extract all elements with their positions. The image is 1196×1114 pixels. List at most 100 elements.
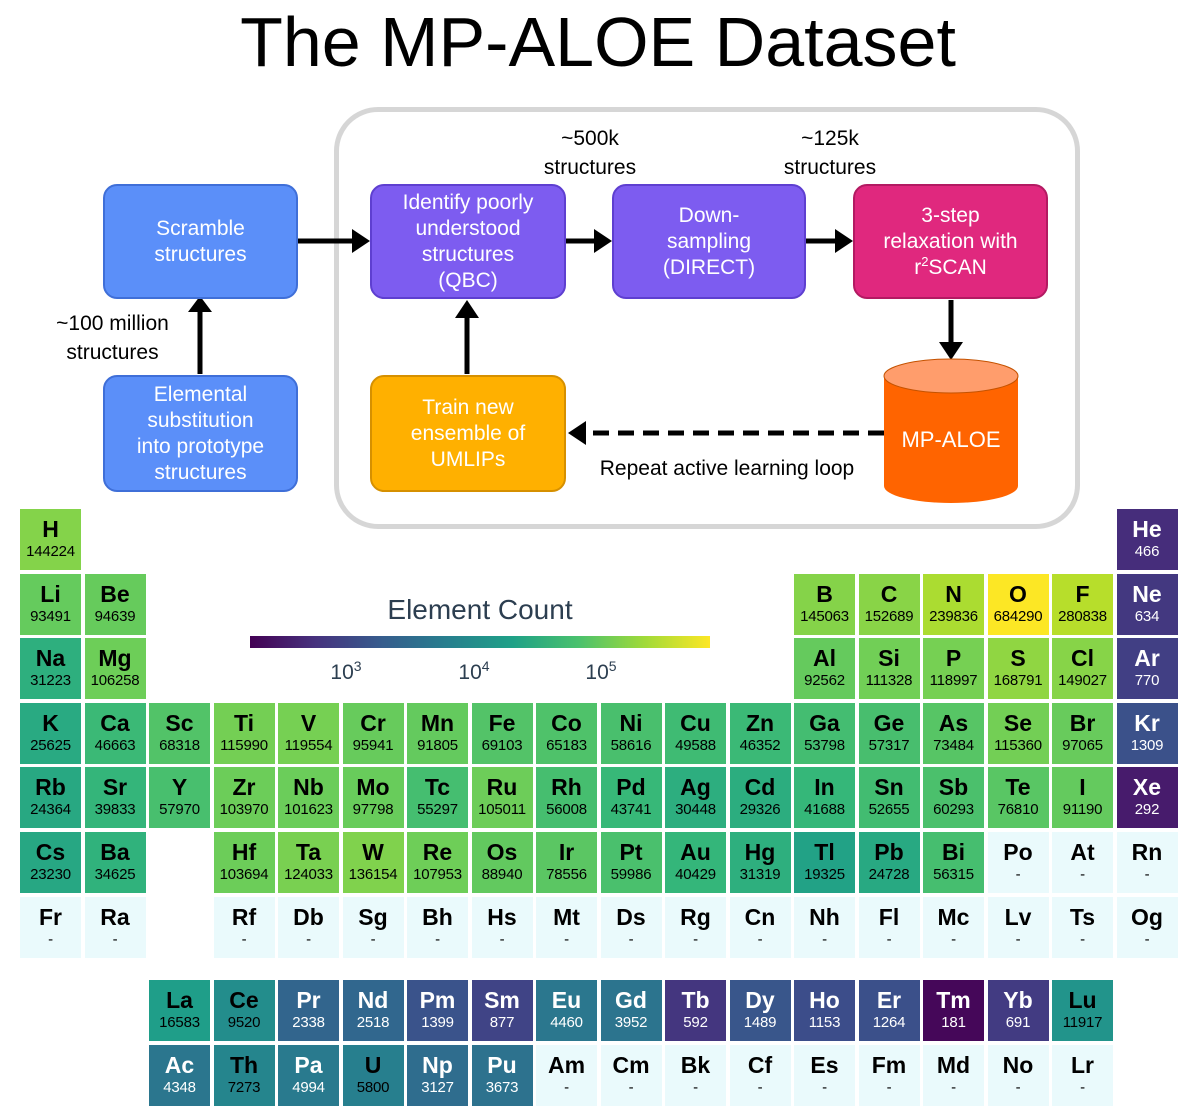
train-umlips-box: Train new ensemble of UMLIPs (370, 375, 566, 492)
scramble-structures-label: Scramble structures (154, 216, 247, 266)
element-cell-fr: Fr- (20, 896, 81, 958)
element-symbol: V (300, 709, 317, 736)
element-symbol: Pu (487, 1052, 517, 1078)
element-cell-fm: Fm- (858, 1045, 920, 1106)
element-count: - (1015, 1079, 1021, 1096)
element-count: - (1080, 1079, 1085, 1096)
element-count: 94639 (94, 607, 136, 625)
element-symbol: Nh (809, 903, 840, 930)
element-count: 11917 (1062, 1014, 1103, 1031)
element-count: 56315 (933, 866, 974, 883)
element-symbol: Bi (942, 839, 965, 865)
element-count: 24728 (868, 866, 910, 883)
element-symbol: Xe (1132, 774, 1162, 801)
element-symbol: Er (876, 987, 902, 1013)
element-count: - (564, 1079, 569, 1096)
element-symbol: Sb (938, 774, 969, 801)
element-symbol: Og (1131, 903, 1163, 930)
element-symbol: Pd (616, 774, 646, 801)
element-count: 40429 (675, 866, 716, 883)
element-count: 97065 (1062, 736, 1103, 754)
element-symbol: Ag (680, 774, 711, 801)
element-count: 59986 (610, 866, 652, 883)
element-cell-cn: Cn- (729, 896, 791, 958)
element-symbol: Pr (296, 987, 321, 1013)
element-count: - (886, 1079, 892, 1096)
element-symbol: Fe (488, 709, 516, 736)
colorbar-tick-1e5: 105 (561, 652, 641, 687)
element-symbol: Fl (878, 903, 900, 930)
element-count: 124033 (284, 866, 333, 883)
element-symbol: Be (100, 580, 130, 607)
element-count: 1309 (1130, 736, 1164, 754)
element-symbol: He (1132, 516, 1162, 542)
elemental-substitution-label: Elemental substitution into prototype st… (136, 382, 265, 484)
relaxation-label-main: 3-step relaxation with r (883, 203, 1018, 279)
element-symbol: Po (1003, 839, 1033, 865)
element-symbol: Ne (1132, 580, 1162, 607)
element-count: 5800 (356, 1079, 390, 1096)
element-symbol: Cl (1071, 645, 1094, 672)
element-symbol: Ru (486, 774, 518, 801)
element-symbol: Tm (936, 987, 971, 1013)
element-symbol: Bk (680, 1052, 711, 1078)
element-symbol: I (1079, 774, 1086, 801)
element-symbol: Tc (424, 774, 451, 801)
arrow-scramble-to-identify-head (352, 229, 370, 253)
element-count: - (1144, 866, 1150, 883)
element-count: 97798 (352, 801, 394, 819)
element-symbol: Al (813, 645, 836, 672)
element-count: - (1015, 930, 1021, 948)
element-count: 24364 (30, 801, 71, 819)
element-symbol: Ho (809, 987, 840, 1013)
element-count: 101623 (284, 801, 333, 819)
element-count: - (112, 930, 118, 948)
element-count: 31223 (30, 672, 71, 690)
element-count: 106258 (90, 672, 140, 690)
element-symbol: Md (936, 1052, 971, 1078)
element-symbol: Nd (357, 987, 389, 1013)
element-count: - (822, 1079, 827, 1096)
element-symbol: Rn (1131, 839, 1163, 865)
element-count: - (628, 1079, 634, 1096)
element-count: 181 (941, 1014, 966, 1031)
element-symbol: As (938, 709, 969, 736)
element-symbol: Np (422, 1052, 453, 1078)
element-count: 46352 (739, 736, 781, 754)
element-count: 25625 (30, 736, 71, 754)
element-symbol: Ca (100, 709, 130, 736)
element-count: 43741 (610, 801, 652, 819)
element-symbol: H (42, 516, 59, 542)
arrow-elemental-to-scramble-head (188, 296, 212, 312)
arrow-relax-to-database-head (939, 342, 963, 360)
element-count: 2338 (292, 1014, 325, 1031)
element-count: 149027 (1058, 672, 1107, 690)
